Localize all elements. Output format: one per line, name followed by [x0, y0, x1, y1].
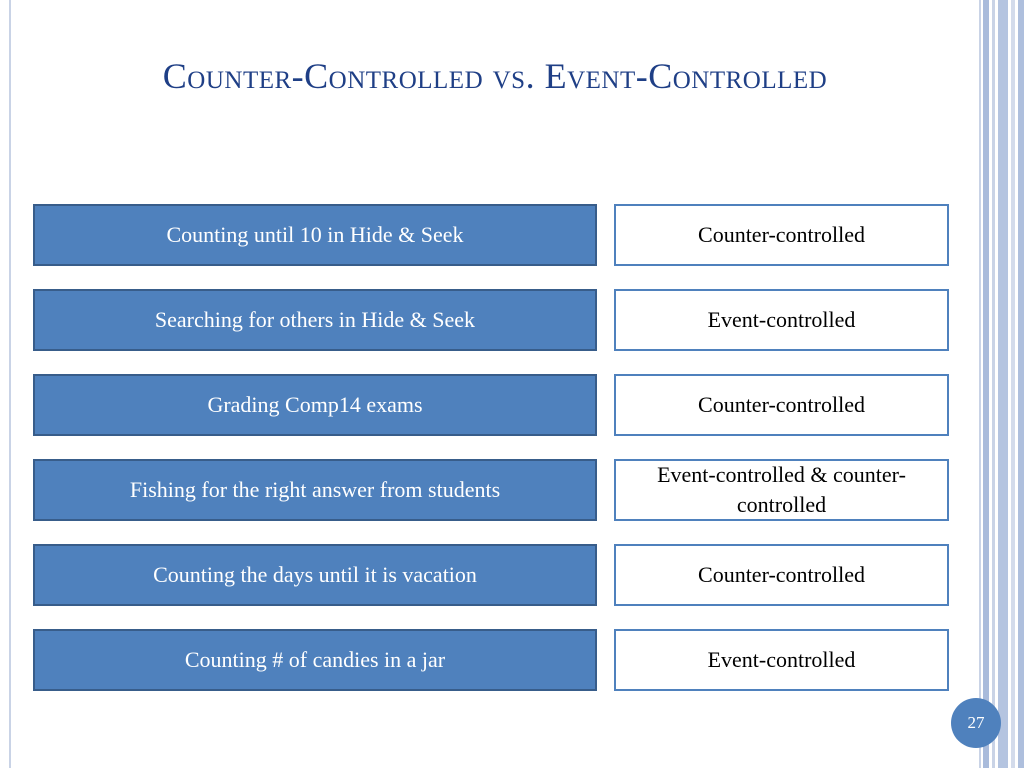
- activity-box: Counting # of candies in a jar: [33, 629, 597, 691]
- table-row: Counting the days until it is vacation C…: [33, 544, 949, 606]
- page-title: Counter-Controlled vs. Event-Controlled: [162, 56, 828, 96]
- stripe: [992, 0, 995, 768]
- activity-box: Searching for others in Hide & Seek: [33, 289, 597, 351]
- answer-label: Counter-controlled: [698, 222, 865, 247]
- activity-label: Fishing for the right answer from studen…: [129, 477, 501, 502]
- stripe: [979, 0, 981, 768]
- table-row: Fishing for the right answer from studen…: [33, 459, 949, 521]
- answer-box: Counter-controlled: [614, 544, 949, 606]
- answer-box: Event-controlled: [614, 289, 949, 351]
- answer-box: Event-controlled & counter-controlled: [614, 459, 949, 521]
- answer-label: Event-controlled: [707, 307, 856, 332]
- page-number: 27: [967, 713, 985, 732]
- answer-box: Counter-controlled: [614, 374, 949, 436]
- stripe: [1011, 0, 1015, 768]
- answer-label: Event-controlled & counter-controlled: [657, 462, 906, 517]
- answer-label: Event-controlled: [707, 647, 856, 672]
- table-row: Searching for others in Hide & Seek Even…: [33, 289, 949, 351]
- stripe: [983, 0, 989, 768]
- answer-label: Counter-controlled: [698, 562, 865, 587]
- activity-box: Fishing for the right answer from studen…: [33, 459, 597, 521]
- activity-label: Searching for others in Hide & Seek: [154, 307, 476, 332]
- table-row: Counting # of candies in a jar Event-con…: [33, 629, 949, 691]
- answer-box: Event-controlled: [614, 629, 949, 691]
- right-border-stripes: [979, 0, 1024, 768]
- stripe: [998, 0, 1008, 768]
- answer-label: Counter-controlled: [698, 392, 865, 417]
- activity-label: Grading Comp14 exams: [207, 392, 423, 417]
- activity-label: Counting # of candies in a jar: [184, 647, 446, 672]
- activity-box: Counting until 10 in Hide & Seek: [33, 204, 597, 266]
- activity-label: Counting until 10 in Hide & Seek: [166, 222, 464, 247]
- activity-box: Counting the days until it is vacation: [33, 544, 597, 606]
- activity-label: Counting the days until it is vacation: [153, 562, 477, 587]
- table-row: Grading Comp14 exams Counter-controlled: [33, 374, 949, 436]
- page-number-badge: 27: [951, 698, 1001, 748]
- stripe: [1018, 0, 1024, 768]
- table-row: Counting until 10 in Hide & Seek Counter…: [33, 204, 949, 266]
- answer-box: Counter-controlled: [614, 204, 949, 266]
- left-border-line: [9, 0, 11, 768]
- activity-box: Grading Comp14 exams: [33, 374, 597, 436]
